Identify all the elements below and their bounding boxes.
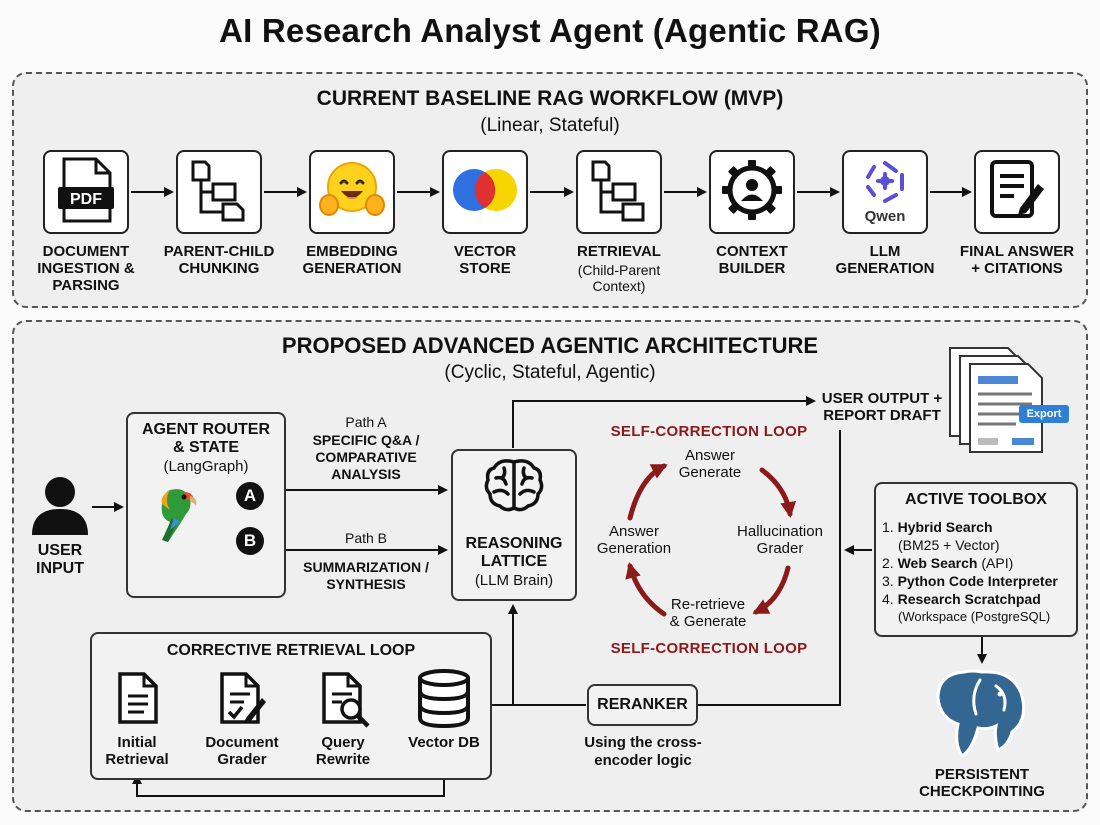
baseline-title: CURRENT BASELINE RAG WORKFLOW (MVP): [316, 87, 784, 110]
route-node-a-label: A: [243, 486, 257, 505]
venn-icon: [450, 165, 520, 220]
step-sublabel-retrieval: (Child-Parent Context): [577, 262, 661, 294]
step-label-final-answer: FINAL ANSWER + CITATIONS: [959, 243, 1075, 277]
reranker-box: RERANKER: [587, 684, 698, 726]
export-button-label: Export: [1026, 408, 1062, 420]
tool-item-name: Web Search: [897, 555, 978, 571]
step-vector-store: [442, 150, 528, 234]
report-documents-icon: [946, 346, 1076, 461]
corrective-step-initial-retrieval: Initial Retrieval: [105, 734, 169, 768]
step-label-retrieval: RETRIEVAL: [577, 243, 661, 260]
qwen-wordmark: Qwen: [864, 208, 906, 225]
advanced-title: PROPOSED ADVANCED AGENTIC ARCHITECTURE: [281, 333, 819, 358]
tool-item-research-scratchpad: 4. Research Scratchpad: [882, 590, 1078, 608]
document-search-icon: [320, 670, 372, 733]
tool-item-number: 2.: [882, 555, 894, 571]
document-icon: [116, 670, 160, 731]
tool-item-detail: (BM25 + Vector): [898, 537, 1000, 553]
tool-item-number: 4.: [882, 591, 894, 607]
path-b-label: Path B: [344, 530, 388, 546]
step-embedding-generation: [309, 150, 395, 234]
tool-item-web-search: 2. Web Search (API): [882, 554, 1078, 572]
hugging-face-icon: [319, 159, 385, 226]
gear-user-icon: [720, 158, 784, 227]
loop-answer-generation: Answer Generation: [596, 523, 672, 557]
svg-text:PDF: PDF: [70, 191, 102, 208]
active-toolbox-title: ACTIVE TOOLBOX: [905, 491, 1047, 508]
corrective-loop-title: CORRECTIVE RETRIEVAL LOOP: [166, 642, 416, 659]
step-parent-child-chunking: [176, 150, 262, 234]
pdf-icon: PDF: [56, 157, 116, 228]
step-label-context-builder: CONTEXT BUILDER: [716, 243, 788, 277]
step-label-document-ingestion: DOCUMENT INGESTION & PARSING: [37, 243, 135, 294]
user-output-label: USER OUTPUT + REPORT DRAFT: [821, 390, 943, 424]
tool-item-number: 1.: [882, 519, 894, 535]
qwen-icon: [858, 159, 912, 208]
corrective-step-query-rewrite: Query Rewrite: [315, 734, 371, 768]
tool-item-name: Hybrid Search: [897, 519, 993, 535]
step-label-embedding-generation: EMBEDDING GENERATION: [302, 243, 402, 277]
step-final-answer: [974, 150, 1060, 234]
user-icon: [30, 475, 90, 542]
reranker-subtitle: Using the cross- encoder logic: [584, 734, 702, 769]
hierarchy-icon: [189, 158, 249, 227]
corrective-step-vector-db: Vector DB: [408, 734, 480, 751]
tool-item-name: Python Code Interpreter: [897, 573, 1058, 589]
hierarchy-icon: [589, 158, 649, 227]
tool-item-name: Research Scratchpad: [897, 591, 1041, 607]
step-retrieval: [576, 150, 662, 234]
loop-re-retrieve: Re-retrieve & Generate: [669, 596, 747, 630]
export-button[interactable]: Export: [1019, 405, 1069, 423]
corrective-step-document-grader: Document Grader: [205, 734, 279, 768]
database-icon: [416, 668, 472, 733]
agent-router-subtitle: (LangGraph): [163, 458, 249, 475]
loop-hallucination-grader: Hallucination Grader: [737, 523, 823, 557]
user-input-label: USER INPUT: [36, 542, 84, 577]
reasoning-lattice-subtitle: (LLM Brain): [474, 572, 554, 589]
tool-item-detail: (Workspace (PostgreSQL): [898, 609, 1051, 624]
postgresql-elephant-icon: [930, 666, 1034, 767]
step-context-builder: [709, 150, 795, 234]
path-a-label: Path A: [345, 414, 387, 430]
route-node-b: B: [236, 527, 264, 555]
self-correction-top-label: SELF-CORRECTION LOOP: [610, 423, 808, 440]
step-llm-generation: Qwen: [842, 150, 928, 234]
tool-item-hybrid-search: 1. Hybrid Search: [882, 518, 1078, 536]
page-title: AI Research Analyst Agent (Agentic RAG): [219, 12, 881, 49]
route-node-a: A: [236, 482, 264, 510]
brain-icon: [482, 456, 546, 521]
agent-router-title: AGENT ROUTER & STATE: [142, 421, 270, 456]
tool-item-detail: (API): [981, 555, 1014, 571]
step-label-parent-child-chunking: PARENT-CHILD CHUNKING: [163, 243, 275, 277]
document-check-icon: [218, 670, 268, 731]
persistent-checkpointing-label: PERSISTENT CHECKPOINTING: [919, 766, 1045, 800]
route-node-b-label: B: [243, 531, 257, 550]
step-label-vector-store: VECTOR STORE: [453, 243, 517, 277]
step-label-llm-generation: LLM GENERATION: [835, 243, 935, 277]
active-toolbox-box: [874, 482, 1078, 637]
toolbox-list: 1. Hybrid Search (BM25 + Vector) 2. Web …: [882, 518, 1078, 626]
document-pen-icon: [986, 158, 1048, 227]
advanced-subtitle: (Cyclic, Stateful, Agentic): [444, 362, 656, 383]
path-a-description: SPECIFIC Q&A / COMPARATIVE ANALYSIS: [312, 432, 420, 482]
reasoning-lattice-title: REASONING LATTICE: [465, 535, 563, 570]
tool-item-python-interpreter: 3. Python Code Interpreter: [882, 572, 1078, 590]
parrot-icon: [140, 478, 208, 551]
step-document-ingestion: PDF: [43, 150, 129, 234]
loop-answer-generate: Answer Generate: [678, 447, 742, 481]
tool-item-number: 3.: [882, 573, 894, 589]
self-correction-bottom-label: SELF-CORRECTION LOOP: [610, 640, 808, 657]
baseline-subtitle: (Linear, Stateful): [480, 115, 620, 136]
path-b-description: SUMMARIZATION / SYNTHESIS: [303, 559, 429, 592]
reranker-title: RERANKER: [597, 696, 688, 713]
